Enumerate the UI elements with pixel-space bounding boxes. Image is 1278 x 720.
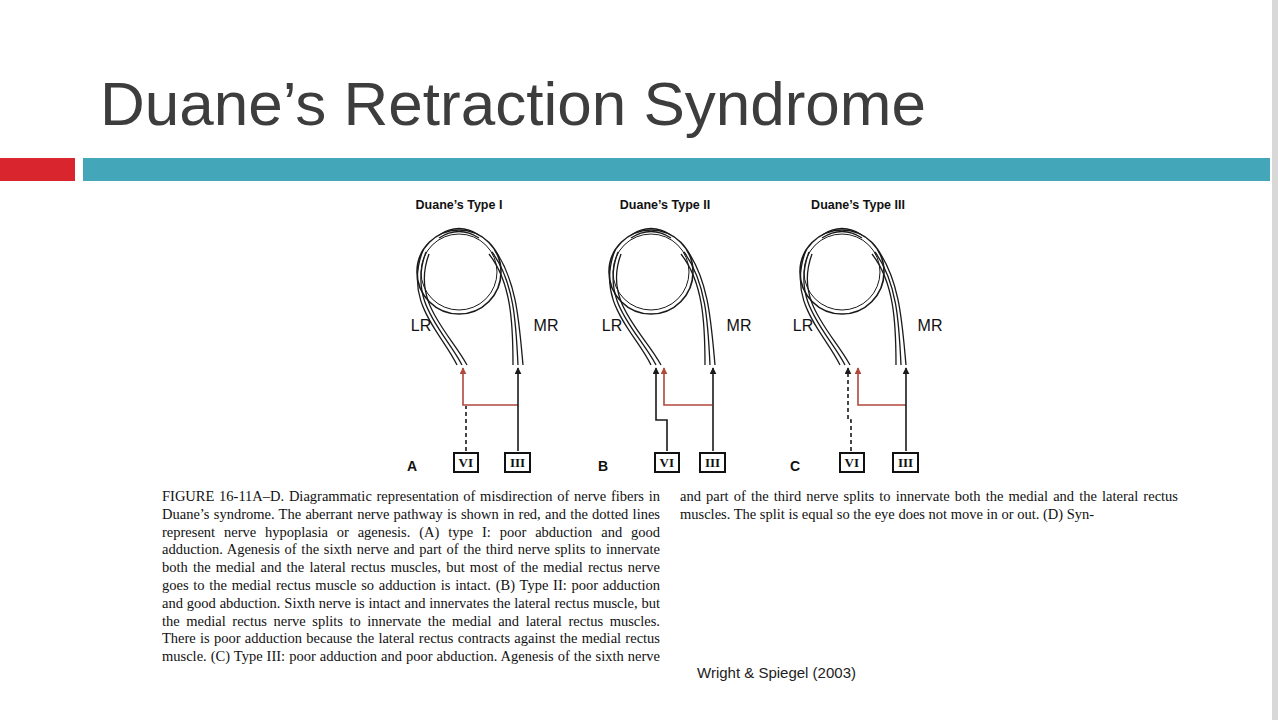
panel-letter: A [407,458,417,474]
medial-rectus [872,254,896,365]
muscle-label: MR [918,317,943,335]
cornea [439,232,479,239]
lateral-rectus [616,254,661,365]
nerve-line [463,368,518,405]
medial-rectus [492,252,518,365]
nerve-box: III [892,452,919,473]
citation: Wright & Spiegel (2003) [697,664,856,681]
lateral-rectus [807,254,850,365]
nerve-number: III [898,455,913,470]
nerve-number: VI [459,455,473,470]
nerve-number: III [705,455,720,470]
nerve-line [664,368,712,405]
figure-caption: FIGURE 16-11A–D. Diagrammatic representa… [162,488,1178,700]
nerve-box: VI [453,452,479,473]
globe-inner [804,234,880,310]
lateral-rectus [424,254,467,365]
panel-letter: C [790,458,800,474]
nerve-box: III [504,452,531,473]
medial-rectus [687,250,715,365]
accent-bar [0,158,75,181]
medial-rectus [681,254,705,365]
type-heading: Duane’s Type I [416,198,503,212]
globe-inner [613,234,689,310]
medial-rectus [875,252,901,365]
type-heading: Duane’s Type III [811,198,905,212]
nerve-line [848,368,851,451]
eye-figure [609,229,715,366]
muscle-label: LR [411,317,431,335]
nerve-line [465,406,467,451]
globe-outline [800,230,884,314]
nerve-line [712,368,714,451]
medial-rectus [495,250,523,365]
eye-figure [800,229,906,366]
edge-strip [1272,0,1278,720]
nerve-line [905,368,907,451]
medial-rectus [684,252,710,365]
medial-rectus [878,250,906,365]
nerve-number: III [510,455,525,470]
nerve-box: VI [654,452,680,473]
slide-title: Duane’s Retraction Syndrome [100,70,926,138]
muscle-label: LR [793,317,813,335]
nerve-line [517,368,519,451]
nerve-number: VI [845,455,859,470]
muscle-label: LR [602,317,622,335]
muscle-label: MR [727,317,752,335]
nerve-line [858,368,906,405]
medial-rectus [489,254,513,365]
cornea [631,232,671,239]
eye-figure [417,229,523,366]
nerve-line [656,368,667,451]
cornea [822,232,862,239]
muscle-label: MR [534,317,559,335]
panel-letter: B [598,458,608,474]
nerve-box: VI [839,452,865,473]
globe-outline [417,230,501,314]
nerve-box: III [699,452,726,473]
nerve-number: VI [660,455,674,470]
type-heading: Duane’s Type II [620,198,710,212]
header-bar [83,158,1270,181]
globe-inner [421,234,497,310]
